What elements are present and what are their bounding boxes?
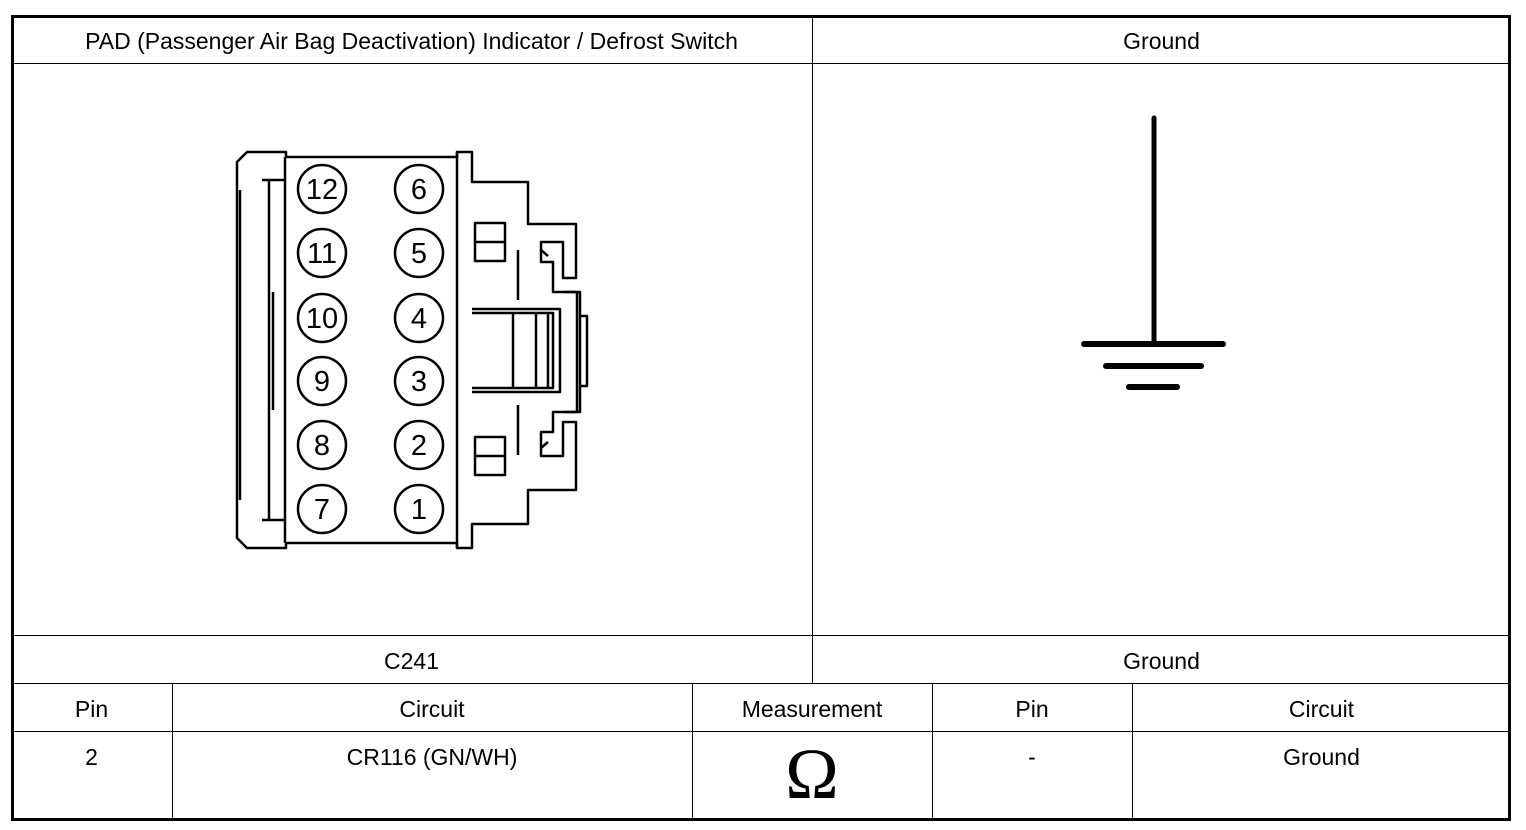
- table-col-divider-4: [1132, 683, 1133, 821]
- ohm-measurement-icon: Ω: [785, 734, 839, 814]
- row-pin: 2: [85, 744, 98, 770]
- diagram-bottom-divider: [11, 635, 1511, 636]
- pin-11: 11: [296, 227, 348, 279]
- pin-8: 8: [296, 419, 348, 471]
- svg-text:2: 2: [411, 430, 427, 462]
- header-circuit-2: Circuit: [1288, 696, 1355, 722]
- header-divider: [11, 63, 1511, 64]
- ground-label: Ground: [1123, 648, 1200, 674]
- svg-text:6: 6: [411, 174, 427, 206]
- header-circuit: Circuit: [399, 696, 465, 722]
- pin-2: 2: [393, 419, 445, 471]
- row-pin-2: -: [1028, 744, 1036, 770]
- pin-4: 4: [393, 292, 445, 344]
- svg-text:11: 11: [307, 238, 337, 270]
- pin-7: 7: [296, 483, 348, 535]
- row-circuit: CR116 (GN/WH): [346, 744, 518, 770]
- label-row-divider: [11, 683, 1511, 684]
- table-header-divider: [11, 731, 1511, 732]
- pin-1: 1: [393, 483, 445, 535]
- pin-circles: 12 11 10 9 8 7 6 5 4 3 2 1: [296, 163, 445, 535]
- top-column-divider: [812, 15, 813, 683]
- svg-text:10: 10: [306, 303, 338, 335]
- connector-c241-diagram: [235, 150, 589, 550]
- svg-text:7: 7: [314, 494, 330, 526]
- svg-text:3: 3: [411, 366, 427, 398]
- ground-icon: [1081, 115, 1226, 390]
- table-col-divider-2: [692, 683, 693, 821]
- svg-text:8: 8: [314, 430, 330, 462]
- pin-10: 10: [296, 292, 348, 344]
- pin-9: 9: [296, 355, 348, 407]
- diagram-frame: [11, 15, 1511, 821]
- svg-text:5: 5: [411, 238, 427, 270]
- svg-text:1: 1: [411, 494, 427, 526]
- svg-text:12: 12: [306, 174, 338, 206]
- row-circuit-2: Ground: [1283, 744, 1360, 770]
- table-col-divider-1: [172, 683, 173, 821]
- header-pin-2: Pin: [1015, 696, 1049, 722]
- header-pin: Pin: [74, 696, 109, 722]
- pin-6: 6: [393, 163, 445, 215]
- pin-5: 5: [393, 227, 445, 279]
- table-col-divider-3: [932, 683, 933, 821]
- svg-text:9: 9: [314, 366, 330, 398]
- svg-text:4: 4: [411, 303, 427, 335]
- header-measurement: Measurement: [741, 696, 883, 722]
- ground-title: Ground: [1123, 28, 1200, 54]
- connector-id-label: C241: [384, 648, 439, 674]
- connector-title: PAD (Passenger Air Bag Deactivation) Ind…: [85, 28, 738, 54]
- pin-3: 3: [393, 355, 445, 407]
- pin-12: 12: [296, 163, 348, 215]
